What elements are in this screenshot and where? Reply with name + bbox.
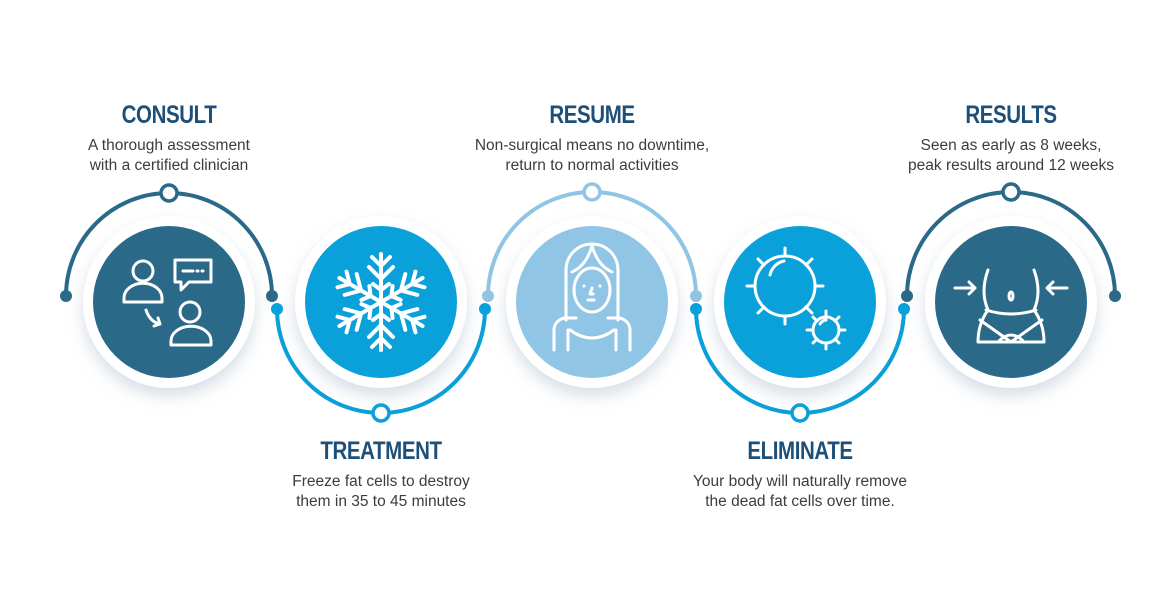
step-description: Non-surgical means no downtime, return to… [462,136,722,176]
step-description: Seen as early as 8 weeks, peak results ar… [881,136,1141,176]
step-resume: RESUME Non-surgical means no downtime, re… [462,100,722,176]
step-consult: CONSULT A thorough assessment with a cert… [39,100,299,176]
step-title: ELIMINATE [747,437,853,465]
fat-cells-icon [745,246,847,351]
desc-line: return to normal activities [505,157,679,174]
step-title: RESUME [549,101,635,129]
consult-circle [93,226,245,378]
step-description: Freeze fat cells to destroy them in 35 to… [251,472,511,512]
step-eliminate: ELIMINATE Your body will naturally remov… [670,436,930,512]
desc-line: Non-surgical means no downtime, [474,137,710,154]
eliminate-circle [724,226,876,378]
snowflake-icon [331,252,431,352]
results-circle [935,226,1087,378]
desc-line: Seen as early as 8 weeks, [920,137,1102,154]
desc-line: the dead fat cells over time. [705,493,895,510]
desc-line: them in 35 to 45 minutes [296,493,466,510]
desc-line: peak results around 12 weeks [908,157,1114,174]
desc-line: with a certified clinician [89,157,249,174]
step-title: RESULTS [965,101,1057,129]
consultation-icon [122,258,213,347]
slim-waist-icon [953,268,1069,344]
arc-nodes [159,182,1021,423]
step-description: Your body will naturally remove the dead … [670,472,930,512]
desc-line: Freeze fat cells to destroy [292,473,470,490]
arc-end-dots [60,290,1121,315]
step-title: TREATMENT [320,437,442,465]
step-title: CONSULT [121,101,217,129]
step-treatment: TREATMENT Freeze fat cells to destroy the… [251,436,511,512]
step-results: RESULTS Seen as early as 8 weeks, peak re… [881,100,1141,176]
step-description: A thorough assessment with a certified cl… [39,136,299,176]
desc-line: Your body will naturally remove [693,473,907,490]
woman-icon [552,242,632,352]
desc-line: A thorough assessment [88,137,250,154]
